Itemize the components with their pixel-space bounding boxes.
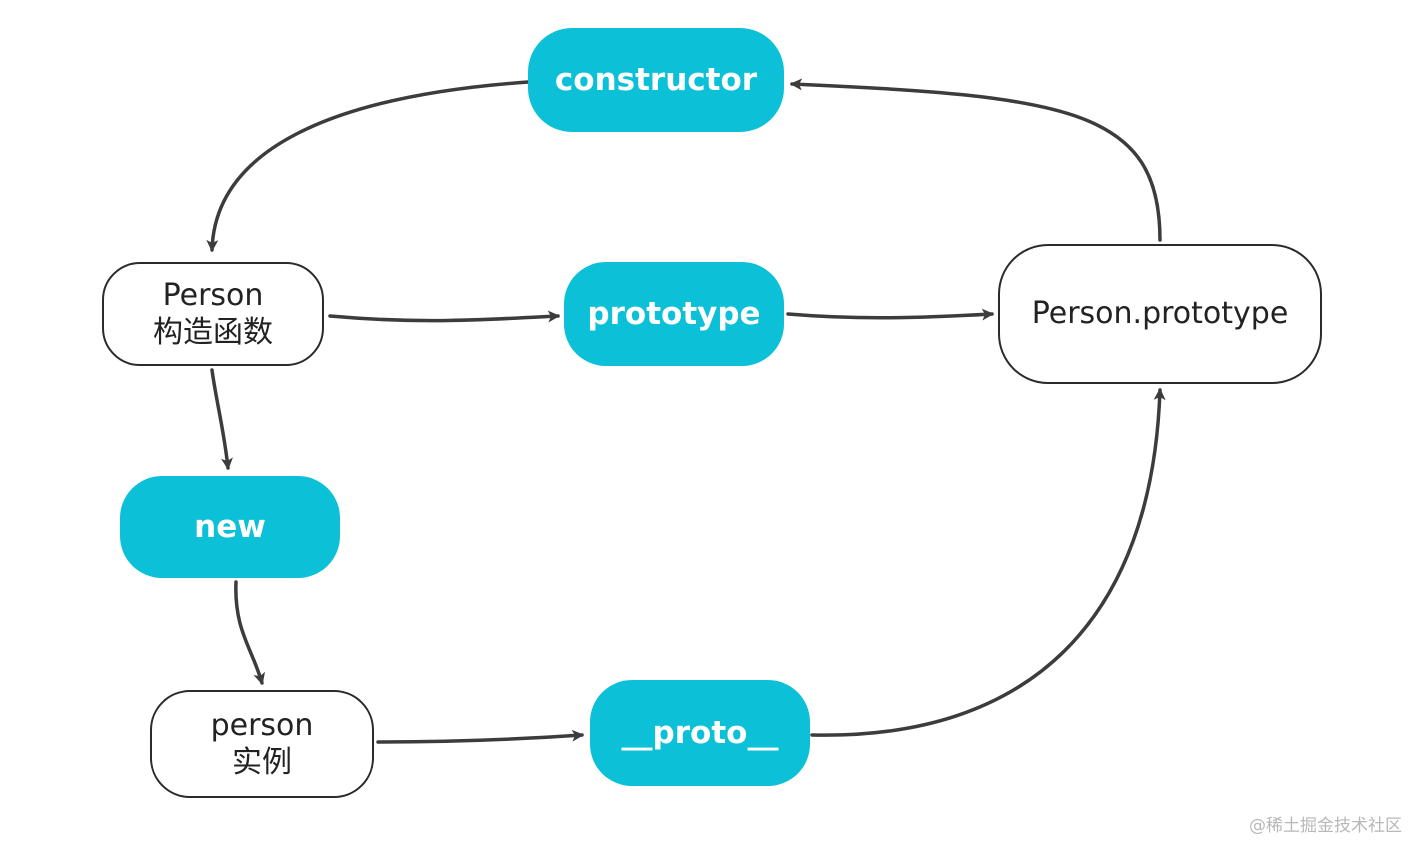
proto-label: __proto__ [621,714,779,751]
person-constructor-caption: 构造函数 [153,315,273,350]
new-label: new [194,508,266,545]
proto-node: __proto__ [590,680,810,786]
constructor-label: constructor [554,61,758,98]
prototype-label: prototype [587,295,761,332]
edge-prototype-to-person-prototype [786,308,994,321]
person-prototype-node: Person.prototype [998,244,1322,384]
person-instance-name: person [210,707,314,743]
person-constructor-node: Person 构造函数 [102,262,324,366]
edge-proto-to-person-prototype [810,388,1166,737]
edge-person-prototype-to-constructor [790,78,1162,242]
edge-new-to-person-instance [234,580,266,685]
person-instance-caption: 实例 [232,745,292,780]
prototype-node: prototype [564,262,784,366]
constructor-node: constructor [528,28,784,132]
edge-constructor-to-person-ctor [206,80,530,252]
person-constructor-name: Person [162,277,264,313]
edge-person-instance-to-proto [376,729,584,744]
watermark-text: @稀土掘金技术社区 [1249,816,1402,836]
new-node: new [120,476,340,578]
edge-person-ctor-to-new [210,368,233,470]
person-instance-node: person 实例 [150,690,374,798]
edge-person-ctor-to-prototype [328,310,560,323]
person-prototype-label: Person.prototype [1031,296,1289,332]
